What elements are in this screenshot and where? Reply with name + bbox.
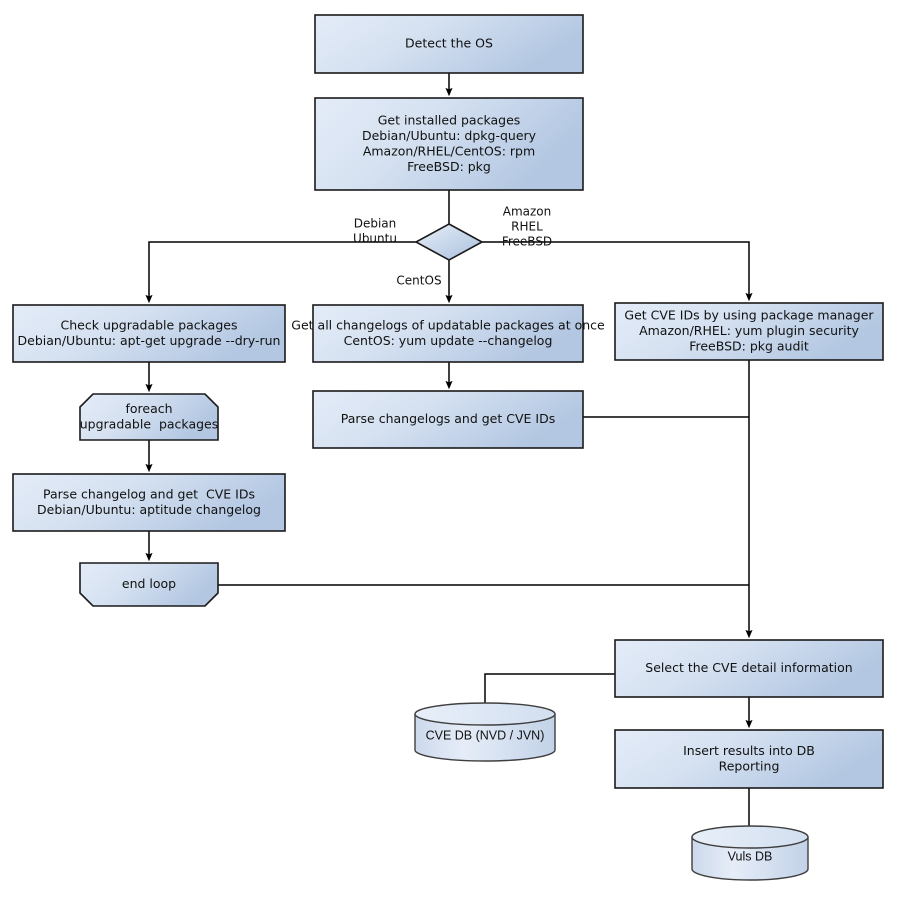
get-all-changelogs-label-line-1: CentOS: yum update --changelog [344,333,553,348]
branch-amazon-rhel-freebsd-line-2: FreeBSD [502,235,552,249]
node-end-loop[interactable]: end loop [79,562,219,607]
detect-os-shape [314,14,584,74]
insert-results-reporting-shape [614,729,884,789]
vuls-db-top [691,825,809,849]
connector-select-detail-to-cve-db [484,673,615,707]
cve-db-top [414,702,556,726]
branch-amazon-rhel-freebsd-line-1: RHEL [511,220,543,234]
connector-decision-to-check-upgradable [145,241,416,304]
parse-changelogs-get-cve-ids-label-line-0: Parse changelogs and get CVE IDs [341,411,555,426]
node-get-cve-ids-pkg-manager[interactable]: Get CVE IDs by using package managerAmaz… [614,302,884,361]
get-installed-packages-shape [314,97,584,191]
get-installed-packages-label-line-3: FreeBSD: pkg [407,159,491,174]
end-loop-shape [79,562,219,607]
vuls-db-body [691,836,809,881]
get-cve-ids-pkg-manager-label-line-0: Get CVE IDs by using package manager [624,308,874,323]
node-vuls-db[interactable]: Vuls DB [691,825,809,881]
check-upgradable-packages-label-line-0: Check upgradable packages [61,317,238,332]
node-cve-db[interactable]: CVE DB (NVD / JVN) [414,702,556,762]
branch-debian-ubuntu-line-1: Ubuntu [353,232,397,246]
connector-decision-to-get-cve-ids [482,241,753,302]
foreach-upgradable-packages-shape [79,393,219,441]
parse-changelogs-get-cve-ids-shape [312,390,584,449]
node-os-decision[interactable] [414,223,484,261]
get-cve-ids-pkg-manager-label-line-1: Amazon/RHEL: yum plugin security [639,323,859,338]
parse-changelog-get-cve-ids-shape [12,473,286,532]
get-cve-ids-pkg-manager-shape [614,302,884,361]
branch-centos-line-0: CentOS [396,274,441,288]
insert-results-reporting-label-line-1: Reporting [719,758,780,773]
node-check-upgradable-packages[interactable]: Check upgradable packagesDebian/Ubuntu: … [12,304,286,363]
foreach-upgradable-packages-label-line-0: foreach [125,401,172,416]
insert-results-reporting-label-line-0: Insert results into DB [683,743,815,758]
foreach-upgradable-packages-label-line-1: upgradable packages [80,416,219,431]
connectors-layer [145,73,753,832]
node-get-all-changelogs[interactable]: Get all changelogs of updatable packages… [291,304,605,363]
select-cve-detail-shape [614,639,884,698]
get-installed-packages-label-line-1: Debian/Ubuntu: dpkg-query [362,128,537,143]
node-parse-changelog-get-cve-ids[interactable]: Parse changelog and get CVE IDsDebian/Ub… [12,473,286,532]
get-installed-packages-label-line-2: Amazon/RHEL/CentOS: rpm [363,143,535,158]
cve-db-body [414,713,556,762]
cve-db-label-line-0: CVE DB (NVD / JVN) [426,728,545,742]
select-cve-detail-label-line-0: Select the CVE detail information [645,660,852,675]
node-detect-os[interactable]: Detect the OS [314,14,584,74]
get-installed-packages-label-line-0: Get installed packages [378,112,521,127]
node-parse-changelogs-get-cve-ids[interactable]: Parse changelogs and get CVE IDs [312,390,584,449]
check-upgradable-packages-shape [12,304,286,363]
parse-changelog-get-cve-ids-label-line-1: Debian/Ubuntu: aptitude changelog [37,502,261,517]
vuls-db-label-line-0: Vuls DB [728,849,773,863]
get-cve-ids-pkg-manager-label-line-2: FreeBSD: pkg audit [689,339,809,354]
node-select-cve-detail[interactable]: Select the CVE detail information [614,639,884,698]
os-decision-shape [414,223,484,261]
end-loop-label-line-0: end loop [122,576,176,591]
edge-label-branch-centos: CentOS [396,274,441,288]
detect-os-label-line-0: Detect the OS [405,36,493,51]
branch-amazon-rhel-freebsd-line-0: Amazon [503,205,552,219]
parse-changelog-get-cve-ids-label-line-0: Parse changelog and get CVE IDs [43,486,255,501]
get-all-changelogs-label-line-0: Get all changelogs of updatable packages… [291,317,605,332]
get-all-changelogs-shape [312,304,584,363]
branch-debian-ubuntu-line-0: Debian [354,217,397,231]
check-upgradable-packages-label-line-1: Debian/Ubuntu: apt-get upgrade --dry-run [18,333,281,348]
